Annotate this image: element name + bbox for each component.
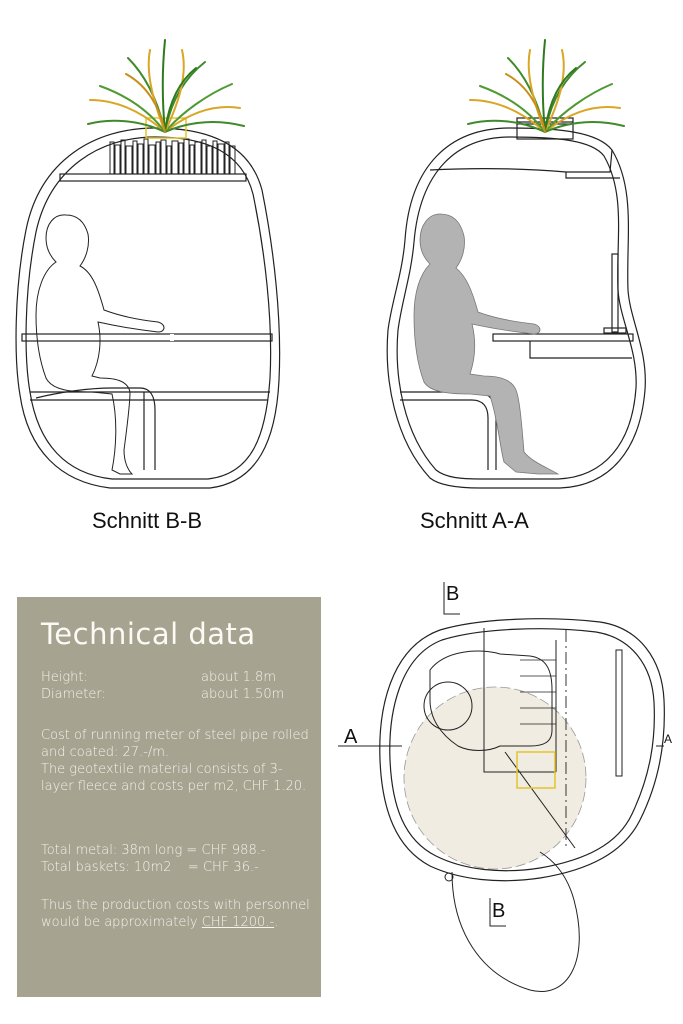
production-text: Thus the production costs with personnel… bbox=[41, 898, 310, 930]
plan-shell-inner bbox=[389, 628, 655, 872]
height-value: about 1.8m bbox=[201, 670, 276, 685]
section-line-b bbox=[443, 582, 460, 615]
section-drawings bbox=[15, 39, 646, 489]
desk bbox=[492, 333, 634, 342]
desk bbox=[21, 333, 273, 342]
pod-shell-inner bbox=[25, 136, 272, 480]
production-costs-text: Thus the production costs with personnel… bbox=[41, 897, 311, 931]
section-bb bbox=[15, 117, 281, 489]
seated-person-outline bbox=[35, 214, 165, 475]
plant-right bbox=[467, 39, 625, 133]
chair bbox=[35, 387, 156, 470]
section-aa-caption: Schnitt A-A bbox=[420, 508, 529, 533]
production-end: . bbox=[274, 915, 279, 930]
section-bb-caption: Schnitt B-B bbox=[92, 508, 203, 533]
total-metal-text: Total metal: 38m long = CHF 988.- bbox=[41, 843, 266, 858]
books bbox=[109, 138, 236, 175]
plan-monitor bbox=[615, 649, 623, 777]
height-row: Height: about 1.8m bbox=[41, 669, 276, 686]
seated-person-filled bbox=[413, 213, 560, 475]
technical-data-panel: Technical data Height: about 1.8m Diamete… bbox=[17, 597, 321, 997]
diameter-value: about 1.50m bbox=[201, 687, 285, 702]
diameter-row: Diameter: about 1.50m bbox=[41, 686, 284, 703]
geotextile-text: The geotextile material consists of 3-la… bbox=[41, 762, 307, 794]
plan-highlight-box bbox=[516, 751, 556, 789]
plan-person bbox=[429, 650, 553, 751]
floor-plan bbox=[338, 582, 665, 992]
plan-shell-outer bbox=[379, 618, 665, 882]
section-aa bbox=[386, 117, 646, 489]
monitor bbox=[611, 253, 619, 333]
plan-label-a-right: A bbox=[664, 732, 673, 746]
pod-shell-outer bbox=[386, 127, 646, 489]
diameter-label: Diameter: bbox=[41, 687, 106, 702]
plan-label-a-left: A bbox=[344, 726, 358, 748]
technical-data-title: Technical data bbox=[41, 617, 256, 651]
pod-shell-outer bbox=[15, 127, 281, 489]
pod-shell-inner bbox=[396, 136, 637, 480]
production-value: CHF 1200.- bbox=[201, 915, 275, 930]
plan-label-b-bottom: B bbox=[492, 900, 506, 922]
plan-seat-area bbox=[403, 686, 587, 870]
book-shelf bbox=[59, 173, 247, 182]
plan-desk bbox=[483, 628, 557, 773]
cost-pipe-text: Cost of running meter of steel pipe roll… bbox=[41, 728, 309, 760]
height-label: Height: bbox=[41, 670, 88, 685]
plant-left bbox=[87, 39, 245, 133]
plant-pot-outline bbox=[145, 117, 187, 139]
plan-door-swing bbox=[451, 851, 580, 992]
total-baskets-text: Total baskets: 10m2 = CHF 36.- bbox=[41, 860, 259, 875]
plan-label-b-top: B bbox=[446, 583, 460, 605]
